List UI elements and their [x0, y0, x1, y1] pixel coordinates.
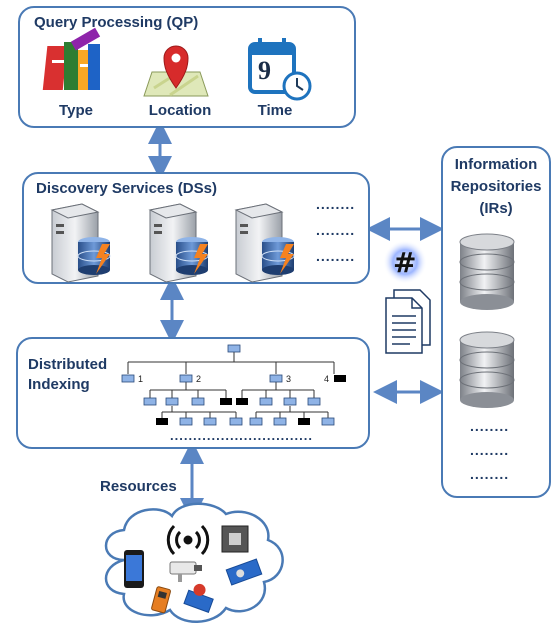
ir-dots-1: ........ [470, 418, 510, 434]
distributed-indexing-title-line2: Indexing [28, 376, 90, 393]
location-label: Location [148, 102, 212, 119]
ir-dots-3: ........ [470, 466, 510, 482]
resources-label: Resources [100, 478, 177, 495]
di-bottom-dots: ............................... [170, 428, 313, 443]
time-label: Time [257, 102, 293, 119]
type-label: Type [59, 102, 93, 119]
ds-dots-1: ........ [316, 196, 356, 212]
tree-label-3: 3 [286, 374, 292, 384]
tree-label-2: 2 [196, 374, 202, 384]
ir-dots-2: ........ [470, 442, 510, 458]
ds-dots-2: ........ [316, 222, 356, 238]
ir-title-line1: Information [454, 156, 538, 173]
information-repositories-box [441, 146, 551, 498]
ir-title-line3: (IRs) [479, 200, 513, 217]
discovery-services-title: Discovery Services (DSs) [36, 180, 217, 197]
hash-symbol: # [393, 246, 417, 279]
ir-title-line2: Repositories [450, 178, 542, 195]
tree-label-1: 1 [138, 374, 144, 384]
calendar-digit: 9 [258, 56, 271, 85]
ds-dots-3: ........ [316, 248, 356, 264]
query-processing-title: Query Processing (QP) [34, 14, 199, 31]
tree-label-4: 4 [324, 374, 330, 384]
distributed-indexing-title-line1: Distributed [28, 356, 108, 373]
